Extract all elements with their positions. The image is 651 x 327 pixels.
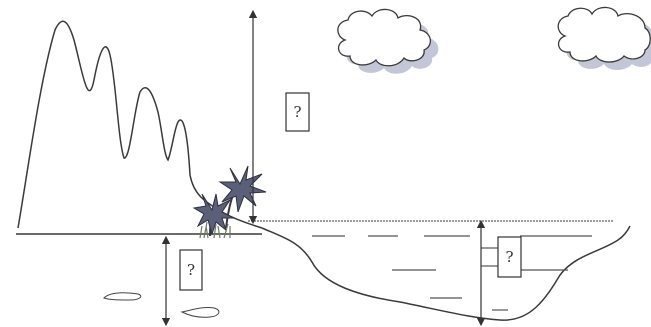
mountain-outline bbox=[18, 21, 262, 228]
cloud-icon bbox=[338, 9, 439, 73]
question-label: ? bbox=[187, 261, 195, 279]
palm-tree-icon bbox=[194, 194, 234, 236]
water-ripples bbox=[312, 236, 592, 310]
cloud-icon bbox=[558, 7, 651, 70]
question-label: ? bbox=[505, 248, 513, 266]
palm-tree-icon bbox=[220, 166, 266, 228]
label-bracket bbox=[481, 248, 498, 266]
question-box-top[interactable]: ? bbox=[286, 93, 309, 131]
rock-scribble bbox=[182, 307, 219, 317]
question-box-right[interactable]: ? bbox=[498, 237, 521, 277]
question-label: ? bbox=[293, 103, 301, 121]
sea-basin-outline bbox=[262, 226, 630, 320]
rock-scribble bbox=[104, 293, 141, 300]
question-box-bottom-left[interactable]: ? bbox=[180, 250, 202, 290]
